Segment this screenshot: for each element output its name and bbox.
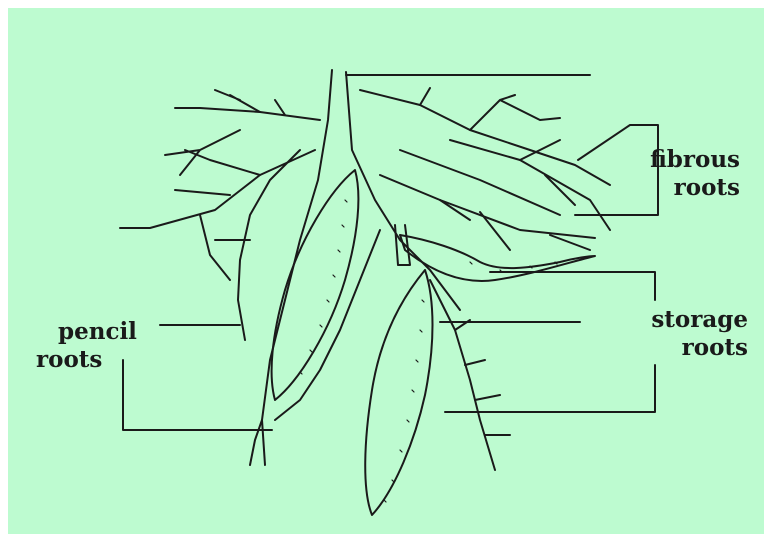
pencil-label-line2: roots [36,346,166,374]
pencil-root [250,420,262,465]
fibrous-root [400,150,560,215]
storage-roots-label: storage roots [600,306,748,362]
pencil-root [238,150,300,340]
fibrous-root [360,90,610,185]
fibrous-root [175,108,320,120]
fibrous-label-line2: roots [620,174,740,202]
fibrous-root [420,88,560,130]
storage-root-tuber [365,270,432,515]
storage-root-tuber [272,170,359,400]
fibrous-root [430,280,495,470]
storage-label-line2: roots [600,334,748,362]
fibrous-root [165,130,240,175]
fibrous-roots-label: fibrous roots [620,146,740,202]
fibrous-label-line1: fibrous [620,146,740,174]
fibrous-root [175,150,260,195]
pencil-roots-label: pencil roots [36,318,166,374]
main-stem-left [262,70,332,465]
pencil-label-line1: pencil [36,318,166,346]
fibrous-root [455,320,510,435]
storage-label-line1: storage [600,306,748,334]
